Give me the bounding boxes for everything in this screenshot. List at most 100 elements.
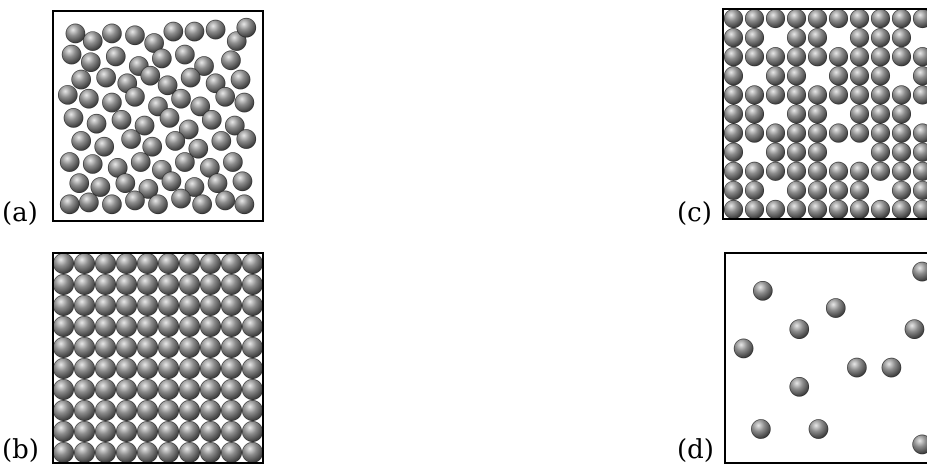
particle bbox=[102, 24, 121, 43]
particle bbox=[766, 200, 784, 218]
particle bbox=[221, 400, 241, 420]
particle bbox=[74, 379, 94, 399]
particle bbox=[95, 337, 115, 357]
particle bbox=[179, 379, 199, 399]
particle bbox=[913, 86, 927, 104]
particle bbox=[122, 130, 141, 149]
particle bbox=[790, 377, 809, 396]
particle bbox=[74, 442, 94, 462]
particle bbox=[158, 400, 178, 420]
particle bbox=[200, 358, 220, 378]
panel-d-box bbox=[724, 252, 927, 464]
particle bbox=[892, 143, 910, 161]
particle bbox=[913, 262, 927, 281]
particle bbox=[112, 110, 131, 129]
particle bbox=[892, 86, 910, 104]
particle bbox=[66, 24, 85, 43]
particle bbox=[95, 316, 115, 336]
particle bbox=[829, 162, 847, 180]
particle bbox=[745, 124, 763, 142]
particle bbox=[808, 200, 826, 218]
particle bbox=[175, 153, 194, 172]
particle bbox=[116, 253, 136, 273]
particle bbox=[62, 45, 81, 64]
particle bbox=[158, 358, 178, 378]
particle bbox=[809, 420, 828, 439]
particle bbox=[745, 28, 763, 46]
particle bbox=[787, 28, 805, 46]
particle bbox=[787, 124, 805, 142]
particle bbox=[200, 253, 220, 273]
particle bbox=[152, 49, 171, 68]
particle bbox=[137, 295, 157, 315]
particle bbox=[745, 86, 763, 104]
particle bbox=[850, 9, 868, 27]
particle bbox=[95, 442, 115, 462]
particle bbox=[74, 421, 94, 441]
particle bbox=[221, 379, 241, 399]
particle bbox=[83, 155, 102, 174]
particle bbox=[95, 295, 115, 315]
particle bbox=[892, 28, 910, 46]
particle bbox=[850, 28, 868, 46]
panel-a-label: (a) bbox=[2, 200, 38, 226]
particle bbox=[242, 316, 262, 336]
particle bbox=[149, 195, 168, 214]
particle bbox=[826, 299, 845, 318]
particle bbox=[892, 200, 910, 218]
particle bbox=[116, 442, 136, 462]
particle bbox=[734, 339, 753, 358]
particle bbox=[116, 400, 136, 420]
particle bbox=[91, 178, 110, 197]
particle bbox=[221, 442, 241, 462]
particle bbox=[200, 379, 220, 399]
particle bbox=[125, 87, 144, 106]
particle bbox=[74, 316, 94, 336]
particle bbox=[766, 143, 784, 161]
particle bbox=[892, 105, 910, 123]
particle bbox=[808, 47, 826, 65]
particle bbox=[787, 67, 805, 85]
particle bbox=[787, 47, 805, 65]
particle bbox=[237, 18, 256, 37]
particle bbox=[850, 47, 868, 65]
particle bbox=[158, 316, 178, 336]
particle bbox=[913, 435, 927, 454]
particle bbox=[892, 181, 910, 199]
particle bbox=[137, 358, 157, 378]
particle bbox=[95, 379, 115, 399]
particle bbox=[231, 70, 250, 89]
particle bbox=[179, 295, 199, 315]
particle bbox=[242, 421, 262, 441]
particle bbox=[753, 281, 772, 300]
particle bbox=[808, 9, 826, 27]
particle bbox=[95, 358, 115, 378]
particle bbox=[79, 193, 98, 212]
particle bbox=[724, 143, 742, 161]
particle bbox=[766, 47, 784, 65]
particle bbox=[221, 274, 241, 294]
particle bbox=[125, 26, 144, 45]
particle bbox=[850, 124, 868, 142]
particle bbox=[808, 86, 826, 104]
particle bbox=[808, 105, 826, 123]
particle bbox=[53, 358, 73, 378]
particle bbox=[871, 200, 889, 218]
particle bbox=[221, 421, 241, 441]
particle bbox=[829, 86, 847, 104]
particle bbox=[242, 295, 262, 315]
particle bbox=[766, 162, 784, 180]
particle bbox=[158, 442, 178, 462]
particle bbox=[724, 181, 742, 199]
particle bbox=[751, 420, 770, 439]
particle bbox=[200, 337, 220, 357]
particle bbox=[808, 181, 826, 199]
particle bbox=[158, 274, 178, 294]
particle bbox=[221, 295, 241, 315]
particle bbox=[200, 400, 220, 420]
particle bbox=[137, 274, 157, 294]
particle bbox=[81, 53, 100, 72]
particle bbox=[116, 358, 136, 378]
particle bbox=[72, 131, 91, 150]
particle bbox=[913, 143, 927, 161]
